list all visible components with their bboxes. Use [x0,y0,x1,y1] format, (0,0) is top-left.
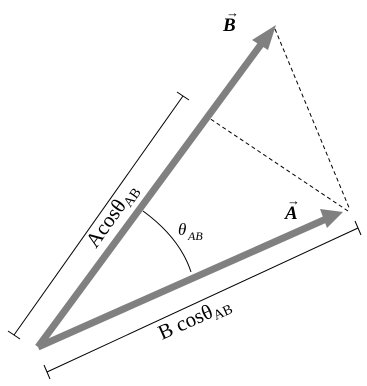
perpendicular-from-b-tip [274,28,351,211]
label-vector-a: → A [284,193,300,224]
label-vector-b: → B [222,5,239,36]
vector-a-arrow-glyph: → [287,193,300,208]
vector-b-name: B [222,15,236,36]
perpendicular-from-a-tip [205,115,349,212]
vector-a-name: A [284,203,298,224]
dimension-line-b-cos [43,220,362,380]
dimension-line-a-cos [7,91,190,340]
angle-arc [142,210,192,273]
angle-label: θ AB [178,220,203,243]
angle-theta-glyph: θ [178,220,186,239]
svg-text:B cosθAB: B cosθAB [154,291,235,347]
vector-b-arrow-glyph: → [226,5,239,20]
b-cos-subscript: AB [211,302,235,324]
vector-a-arrow [36,209,343,351]
vector-b-arrow [35,25,276,350]
label-b-cos-theta: B cosθAB [154,291,235,347]
angle-theta-subscript: AB [187,229,203,243]
